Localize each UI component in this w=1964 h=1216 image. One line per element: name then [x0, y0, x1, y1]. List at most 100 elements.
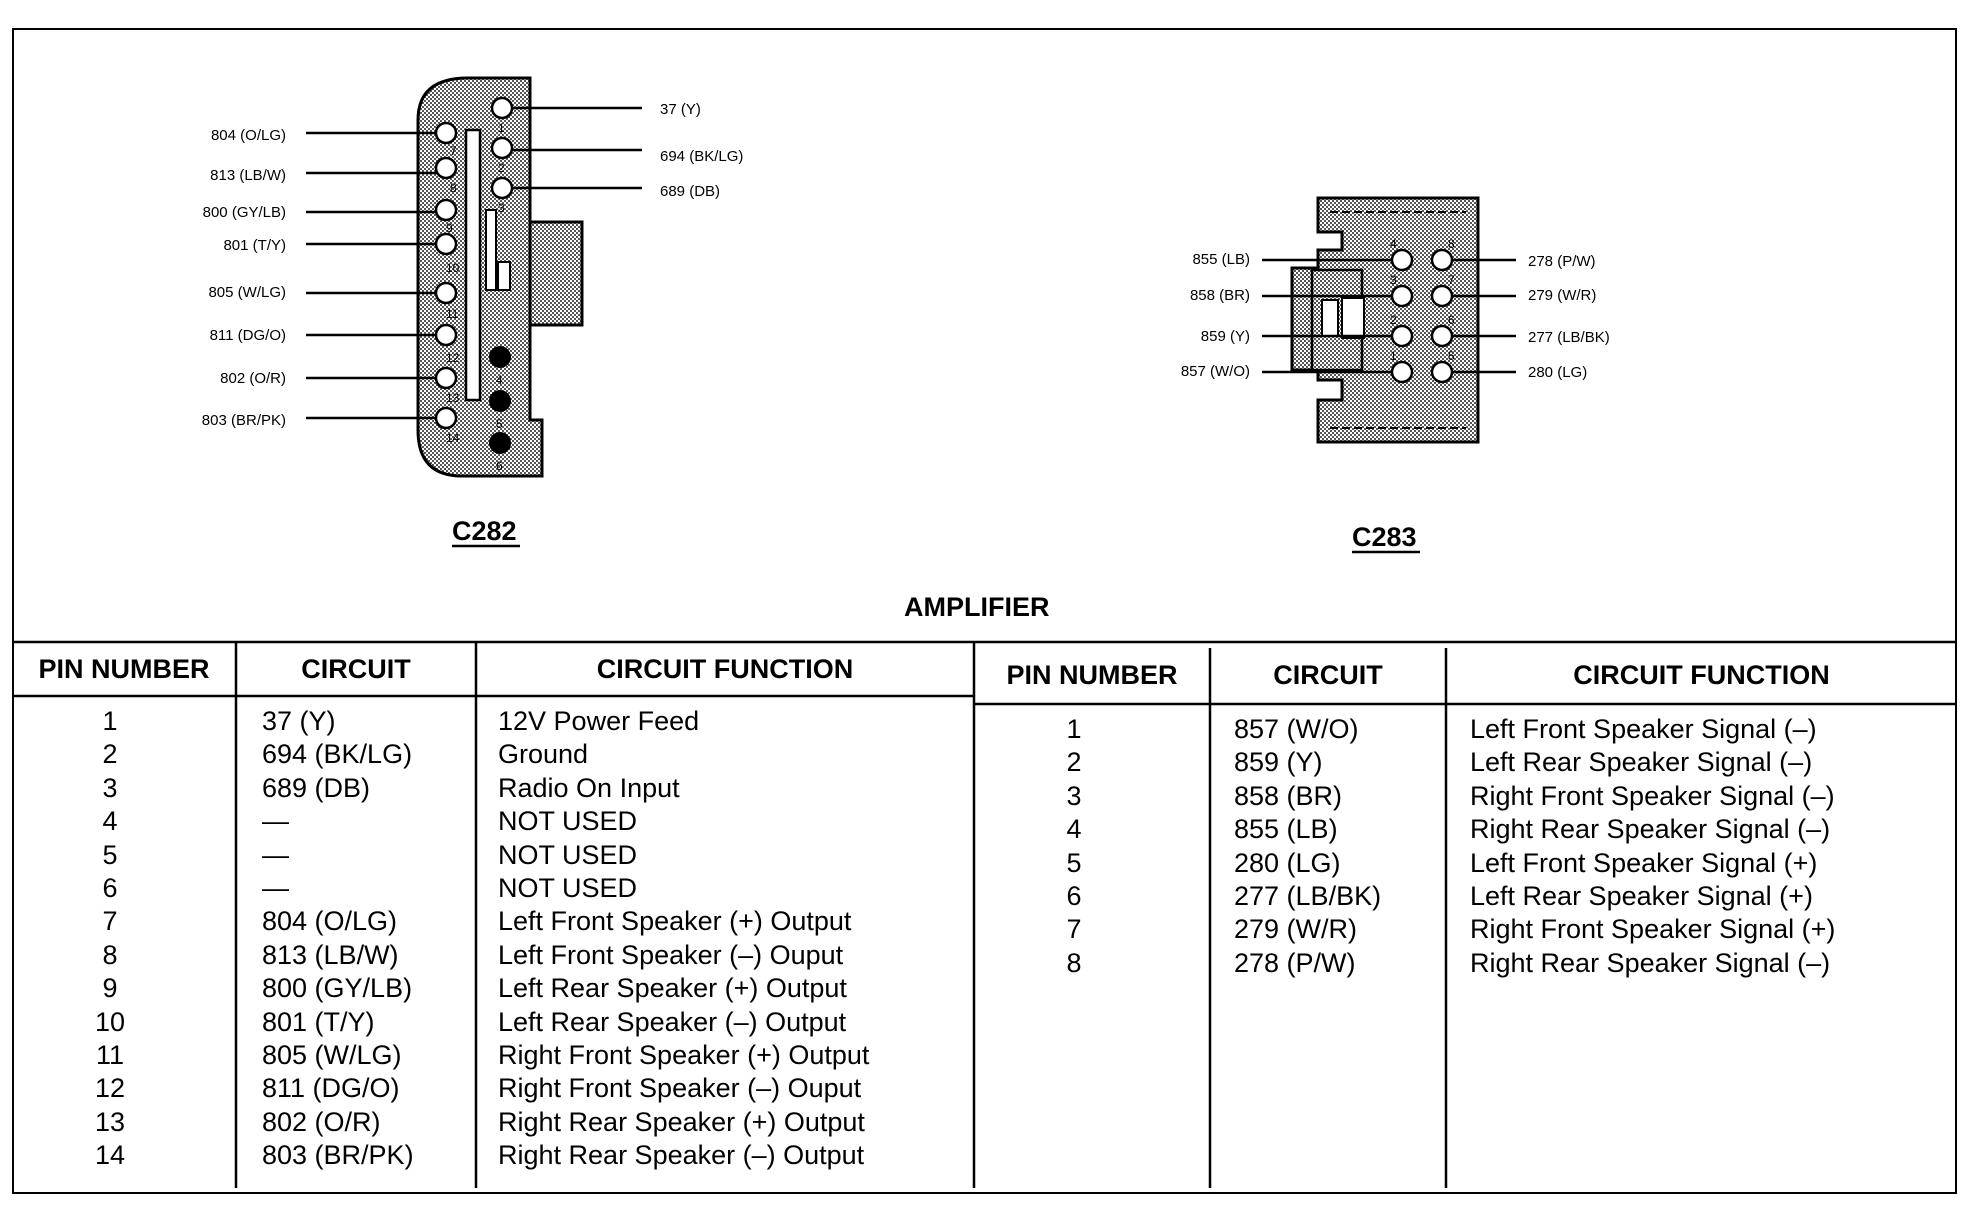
c283-pin-number: 2: [1390, 313, 1397, 327]
c282-left-wire-label: 813 (LB/W): [210, 167, 286, 184]
c282-unused-pins: [489, 346, 511, 454]
right-header-circuit: CIRCUIT: [1273, 660, 1383, 690]
table-cell-circuit: 811 (DG/O): [262, 1073, 400, 1104]
c282-pin-10: [434, 232, 458, 256]
c283-left-wire-label: 859 (Y): [1201, 328, 1250, 345]
c282-pin-number: 5: [496, 417, 503, 431]
c282-pin-number: 11: [446, 307, 459, 321]
left-header-circuit: CIRCUIT: [301, 654, 411, 684]
table-cell-circuit: 859 (Y): [1234, 747, 1323, 778]
table-cell-circuit: 689 (DB): [262, 772, 371, 803]
table-cell-pin: 3: [102, 772, 118, 803]
table-cell-pin: 11: [95, 1040, 125, 1070]
c283-left-wires: [1262, 248, 1414, 384]
table-cell-function: Ground: [498, 739, 589, 770]
c282-left-wire-label: 802 (O/R): [220, 370, 286, 387]
table-cell-function: Left Front Speaker Signal (–): [1470, 714, 1817, 744]
table-cell-function: Left Rear Speaker Signal (–): [1470, 747, 1813, 778]
c282-pin-14: [434, 406, 458, 430]
c282-pin-number: 4: [496, 373, 503, 387]
c283-pin-number: 1: [1390, 349, 1397, 363]
table-cell-function: Right Front Speaker (–) Ouput: [498, 1073, 862, 1104]
c283-pin-3: [1390, 284, 1414, 308]
table-cell-circuit: 805 (W/LG): [262, 1040, 402, 1070]
table-cell-pin: 8: [1066, 947, 1082, 978]
table-cell-function: Right Rear Speaker Signal (–): [1470, 814, 1831, 845]
table-cell-pin: 10: [94, 1006, 126, 1037]
table-cell-pin: 13: [94, 1106, 126, 1137]
table-cell-circuit: 857 (W/O): [1234, 714, 1359, 744]
diagram-frame: [12, 28, 1957, 1194]
table-cell-pin: 7: [102, 906, 118, 937]
c282-pin-11: [434, 281, 458, 305]
table-cell-pin: 3: [1066, 780, 1082, 811]
table-cell-function: 12V Power Feed: [498, 706, 700, 736]
table-cell-circuit: 804 (O/LG): [262, 906, 398, 937]
table-cell-function: NOT USED: [498, 873, 638, 903]
table-cell-circuit: 801 (T/Y): [262, 1006, 375, 1037]
c282-pin-12: [434, 323, 458, 347]
table-cell-circuit: 694 (BK/LG): [262, 739, 413, 770]
table-cell-circuit: —: [262, 806, 289, 837]
left-header-pin-number: PIN NUMBER: [38, 654, 210, 684]
right-header-pin-number: PIN NUMBER: [1006, 660, 1178, 690]
table-grid: [12, 640, 1957, 1188]
amplifier-title: AMPLIFIER: [904, 592, 1050, 622]
c283-left-wire-label: 858 (BR): [1190, 287, 1250, 304]
c283-pin-7: [1430, 284, 1454, 308]
table-cell-circuit: 278 (P/W): [1234, 947, 1356, 978]
table-cell-pin: 12: [94, 1073, 126, 1104]
table-cell-pin: 1: [1066, 714, 1082, 744]
c283-pin-1: [1390, 360, 1414, 384]
table-cell-pin: 5: [1066, 847, 1082, 878]
table-cell-function: Left Rear Speaker Signal (+): [1470, 881, 1813, 911]
table-cell-circuit: 279 (W/R): [1234, 914, 1358, 945]
c282-pin-7: [434, 121, 458, 145]
table-cell-pin: 7: [1066, 914, 1082, 945]
c282-right-wire-label: 689 (DB): [660, 183, 720, 200]
table-cell-pin: 8: [102, 939, 118, 970]
c282-left-wire-label: 804 (O/LG): [211, 127, 286, 144]
c282-pin-number: 13: [446, 391, 460, 405]
c282-pin-5: [489, 390, 511, 412]
c282-pin-6: [489, 432, 511, 454]
c283-left-wire-label: 857 (W/O): [1181, 363, 1250, 380]
table-cell-pin: 4: [1066, 814, 1082, 845]
table-cell-function: Right Front Speaker Signal (–): [1470, 780, 1835, 811]
table-cell-circuit: —: [262, 839, 289, 870]
c283-left-wire-label: 855 (LB): [1192, 251, 1250, 268]
c283-pin-4: [1390, 248, 1414, 272]
table-cell-pin: 9: [102, 973, 118, 1004]
table-cell-circuit: —: [262, 873, 289, 903]
c283-right-wire-label: 279 (W/R): [1528, 287, 1596, 304]
c283-pin-2: [1390, 324, 1414, 348]
c283-pin-number: 3: [1390, 273, 1397, 287]
c283-label: C283: [1352, 522, 1417, 552]
c282-pin-number: 14: [446, 431, 460, 445]
c282-pin-2: [490, 136, 514, 160]
table-cell-function: Right Rear Speaker Signal (–): [1470, 947, 1831, 978]
c283-right-wire-label: 280 (LG): [1528, 364, 1587, 381]
table-cell-function: Right Front Speaker (+) Output: [498, 1040, 870, 1070]
table-cell-pin: 2: [1066, 747, 1082, 778]
c282-pin-1: [490, 96, 514, 120]
table-cell-function: Left Rear Speaker (–) Output: [498, 1006, 847, 1037]
c282-pin-13: [434, 366, 458, 390]
table-cell-function: Left Front Speaker Signal (+): [1470, 847, 1818, 878]
c282-label: C282: [452, 516, 517, 546]
c282-connector: [416, 76, 584, 478]
table-cell-pin: 6: [102, 873, 118, 903]
table-cell-circuit: 802 (O/R): [262, 1106, 381, 1137]
table-cell-pin: 5: [102, 839, 118, 870]
table-cell-pin: 1: [102, 706, 118, 736]
table-cell-function: Right Rear Speaker (+) Output: [498, 1106, 865, 1137]
c283-pin-number: 4: [1390, 237, 1397, 251]
table-cell-pin: 14: [94, 1140, 126, 1171]
table-cell-function: NOT USED: [498, 839, 638, 870]
c282-pin-number: 1: [498, 121, 505, 135]
c282-pin-number: 6: [496, 459, 503, 473]
c282-pin-number: 7: [450, 144, 457, 158]
table-cell-pin: 2: [102, 739, 118, 770]
c282-left-wire-label: 803 (BR/PK): [202, 412, 286, 429]
